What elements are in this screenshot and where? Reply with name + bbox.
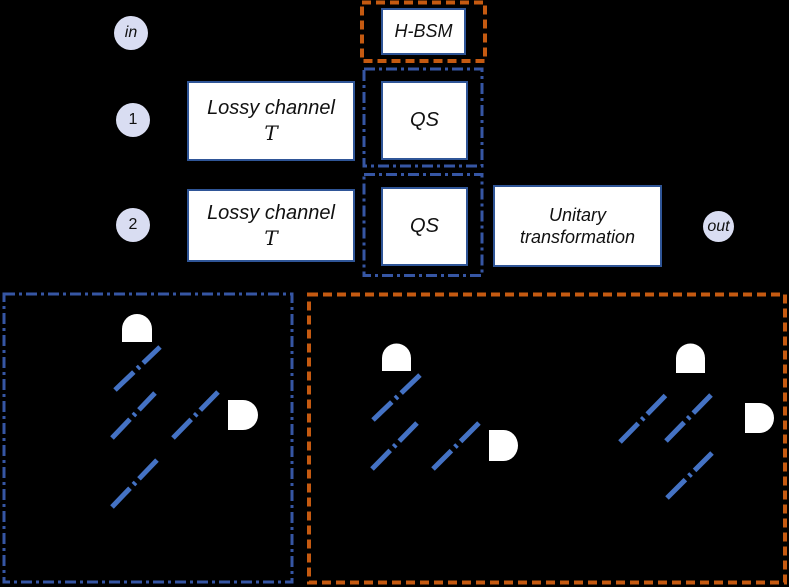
detector-up-icon	[382, 343, 411, 371]
beamsplitter-icon	[618, 393, 668, 444]
hbsm-box-label: H-BSM	[394, 21, 453, 42]
beamsplitter-icon	[431, 421, 481, 471]
lossy-channel-1-box: Lossy channel T	[187, 81, 355, 161]
lossy-channel-2-label: Lossy channel	[207, 201, 335, 224]
lossy-channel-2-box: Lossy channel T	[187, 189, 355, 262]
unitary-transformation-box: Unitary transformation	[493, 185, 662, 267]
lossy-channel-1-label: Lossy channel	[207, 97, 335, 119]
beamsplitter-icon	[664, 393, 713, 443]
qs1-box: QS	[381, 81, 468, 160]
lossy-channel-1-transmittance: T	[264, 121, 278, 145]
lossy-channel-2-transmittance: T	[264, 225, 278, 250]
hbsm-detail-panel-outline	[307, 292, 787, 585]
beamsplitter-icon	[171, 390, 220, 440]
mode-node-out-label: out	[707, 217, 730, 235]
qs2-box-label: QS	[410, 215, 439, 237]
beamsplitter-icon	[110, 391, 157, 440]
hbsm-box: H-BSM	[381, 8, 466, 55]
qs1-dashdot-outline	[362, 67, 484, 168]
mode-node-out: out	[703, 211, 734, 242]
detector-right-icon	[745, 403, 774, 433]
detector-right-icon	[228, 400, 258, 430]
mode-node-1-label: 1	[128, 111, 138, 128]
qs2-dashdot-outline	[362, 173, 484, 277]
detector-up-icon	[676, 343, 705, 373]
beamsplitter-icon	[665, 451, 714, 500]
mode-node-1: 1	[116, 103, 150, 137]
beamsplitter-icon	[110, 458, 159, 509]
mode-node-2-label: 2	[128, 216, 138, 233]
hbsm-dashed-outline	[360, 0, 487, 63]
qs-detail-panel-outline	[2, 292, 294, 584]
mode-node-in-label: in	[124, 24, 138, 41]
qs1-box-label: QS	[410, 109, 439, 131]
beamsplitter-icon	[370, 421, 419, 471]
detector-right-icon	[489, 430, 518, 461]
unitary-label-line1: Unitary	[548, 204, 606, 225]
mode-node-in: in	[114, 16, 148, 50]
unitary-label-line2: transformation	[519, 227, 636, 247]
detector-up-icon	[122, 314, 152, 342]
beamsplitter-icon	[113, 345, 162, 392]
mode-node-2: 2	[116, 208, 150, 242]
beamsplitter-icon	[371, 373, 422, 422]
qs2-box: QS	[381, 187, 468, 266]
